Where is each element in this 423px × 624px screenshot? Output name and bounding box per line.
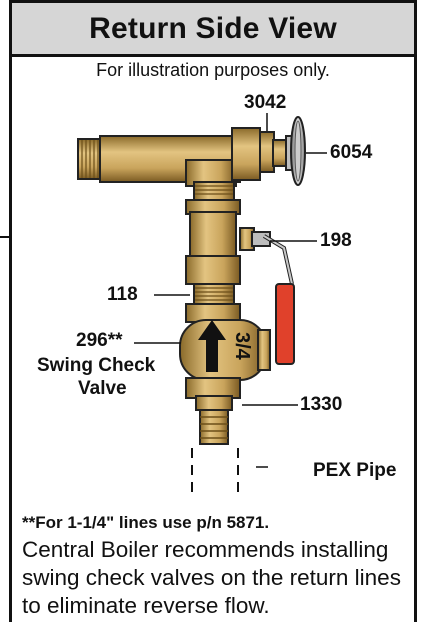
tee-fitting (77, 127, 261, 201)
disclaimer-text: For illustration purposes only. (96, 60, 330, 80)
edge-marker (0, 236, 10, 238)
ball-valve-198 (185, 199, 295, 365)
part-label-118: 118 (107, 284, 138, 305)
part-label-296: 296** (76, 330, 123, 351)
leader-lines (134, 113, 327, 468)
swing-check-label-line2: Valve (78, 378, 127, 399)
part-label-198: 198 (320, 230, 352, 251)
footnote: **For 1-1/4" lines use p/n 5871. (22, 513, 270, 532)
pex-pipe-label: PEX Pipe (313, 460, 397, 481)
part-label-3042: 3042 (244, 92, 287, 113)
pex-pipe (191, 448, 239, 492)
gauge-6054 (285, 116, 306, 186)
valve-size-label: 3/4 (231, 332, 253, 361)
swing-check-label-line1: Swing Check (37, 355, 156, 376)
recommendation-text: Central Boiler recommends installing swi… (22, 537, 401, 618)
diagram-frame (9, 0, 417, 622)
part-label-6054: 6054 (330, 142, 373, 163)
pex-adapter-1330 (195, 395, 233, 445)
page-title: Return Side View (89, 11, 337, 45)
nipple-118 (193, 283, 235, 307)
part-label-1330: 1330 (300, 394, 343, 415)
bushing-3042 (259, 131, 288, 173)
flow-arrow-icon (198, 320, 226, 372)
title-bar: Return Side View (9, 0, 417, 57)
swing-check-valve-296: 3/4 (179, 303, 271, 399)
